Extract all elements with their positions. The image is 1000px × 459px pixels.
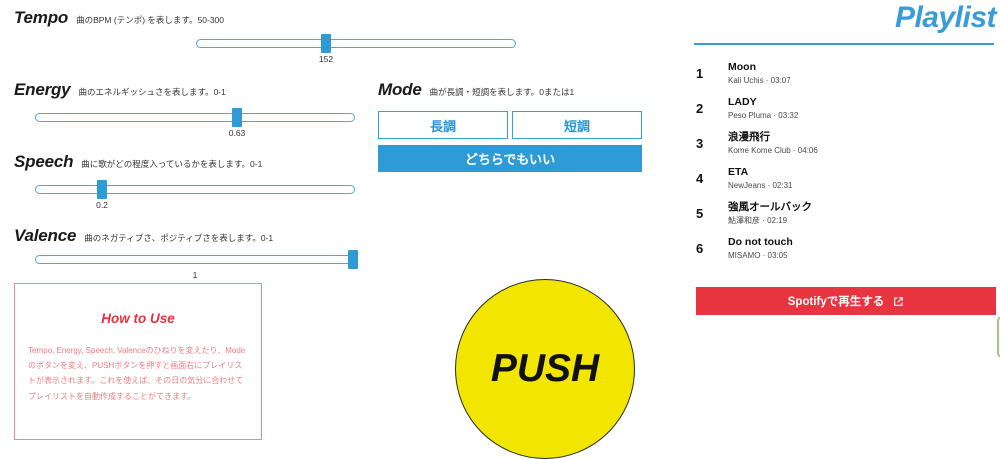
track-row[interactable]: 2 LADY Peso Pluma · 03:32 xyxy=(694,91,1000,126)
how-to-use-body: Tempo, Energy, Speech, Valenceのひねりを変えたり、… xyxy=(28,346,246,401)
param-title-valence: Valence xyxy=(14,226,77,245)
mode-button-either[interactable]: どちらでもいい xyxy=(378,145,642,172)
track-row[interactable]: 3 浪漫飛行 Kome Kome Club · 04:06 xyxy=(694,126,1000,161)
slider-value-speech: 0.2 xyxy=(96,200,108,210)
slider-value-tempo: 152 xyxy=(318,54,334,64)
track-artist-duration: Kome Kome Club · 04:06 xyxy=(728,146,818,156)
how-to-use-title: How to Use xyxy=(101,311,175,326)
param-desc-mode: 曲が長調・短調を表します。0または1 xyxy=(429,87,575,97)
slider-track-speech[interactable] xyxy=(35,185,355,194)
track-meta: ETA NewJeans · 02:31 xyxy=(728,165,792,192)
mode-button-minor[interactable]: 短調 xyxy=(512,111,642,139)
how-to-use-box: How to Use Tempo, Energy, Speech, Valenc… xyxy=(14,283,262,440)
playlist-track-list: 1 Moon Kali Uchis · 03:07 2 LADY Peso Pl… xyxy=(694,56,1000,266)
mode-button-major-label: 長調 xyxy=(429,118,456,134)
track-number: 5 xyxy=(696,206,704,221)
track-meta: LADY Peso Pluma · 03:32 xyxy=(728,95,798,122)
slider-track-tempo[interactable] xyxy=(196,39,516,48)
track-artist-duration: MISAMO · 03:05 xyxy=(728,251,788,261)
track-number: 4 xyxy=(696,171,704,186)
param-title-energy: Energy xyxy=(14,80,71,99)
track-title: Moon xyxy=(728,60,756,73)
external-link-icon xyxy=(893,296,904,307)
track-title: 強風オールバック xyxy=(728,200,812,213)
slider-thumb-speech[interactable] xyxy=(97,180,107,199)
track-meta: Do not touch MISAMO · 03:05 xyxy=(728,235,793,262)
playlist-title: Playlist xyxy=(894,1,997,34)
edge-widget-sliver[interactable] xyxy=(997,316,1000,358)
param-header-mode: Mode 曲が長調・短調を表します。0または1 xyxy=(378,80,574,100)
spotify-play-button-label: Spotifyで再生する xyxy=(787,296,885,308)
spotify-play-button[interactable]: Spotifyで再生する xyxy=(696,287,996,315)
slider-thumb-tempo[interactable] xyxy=(321,34,331,53)
slider-speech[interactable]: 0.2 xyxy=(35,180,355,213)
param-title-speech: Speech xyxy=(14,152,74,171)
param-header-speech: Speech 曲に歌がどの程度入っているかを表します。0-1 xyxy=(14,152,262,172)
track-number: 6 xyxy=(696,241,704,256)
slider-value-energy: 0.63 xyxy=(228,128,246,138)
controls-panel: Tempo 曲のBPM (テンポ) を表します。50-300 152 Energ… xyxy=(14,8,642,459)
push-button[interactable]: PUSH xyxy=(455,279,635,459)
mode-button-minor-label: 短調 xyxy=(563,118,590,134)
slider-thumb-energy[interactable] xyxy=(232,108,242,127)
track-number: 3 xyxy=(696,136,704,151)
slider-track-valence[interactable] xyxy=(35,255,355,264)
track-artist-duration: Kali Uchis · 03:07 xyxy=(728,76,791,86)
playlist-panel: Playlist 1 Moon Kali Uchis · 03:07 2 LAD… xyxy=(694,0,1000,459)
param-header-energy: Energy 曲のエネルギッシュさを表します。0-1 xyxy=(14,80,226,100)
track-title: 浪漫飛行 xyxy=(728,130,770,143)
track-artist-duration: 鮎澤和彦 · 02:19 xyxy=(728,216,788,226)
param-desc-speech: 曲に歌がどの程度入っているかを表します。0-1 xyxy=(81,159,263,169)
track-row[interactable]: 6 Do not touch MISAMO · 03:05 xyxy=(694,231,1000,266)
track-meta: 浪漫飛行 Kome Kome Club · 04:06 xyxy=(728,130,818,157)
param-desc-energy: 曲のエネルギッシュさを表します。0-1 xyxy=(78,87,226,97)
slider-thumb-valence[interactable] xyxy=(348,250,358,269)
track-row[interactable]: 5 強風オールバック 鮎澤和彦 · 02:19 xyxy=(694,196,1000,231)
param-header-valence: Valence 曲のネガティブさ、ポジティブさを表します。0-1 xyxy=(14,226,273,246)
track-meta: 強風オールバック 鮎澤和彦 · 02:19 xyxy=(728,200,812,227)
track-artist-duration: NewJeans · 02:31 xyxy=(728,181,793,191)
slider-tempo[interactable]: 152 xyxy=(196,34,516,67)
slider-track-energy[interactable] xyxy=(35,113,355,122)
track-number: 1 xyxy=(696,66,704,81)
track-title: Do not touch xyxy=(728,235,793,248)
param-header-tempo: Tempo 曲のBPM (テンポ) を表します。50-300 xyxy=(14,8,224,28)
param-desc-valence: 曲のネガティブさ、ポジティブさを表します。0-1 xyxy=(84,233,274,243)
slider-value-valence: 1 xyxy=(192,270,198,280)
track-row[interactable]: 1 Moon Kali Uchis · 03:07 xyxy=(694,56,1000,91)
track-title: LADY xyxy=(728,95,757,108)
track-meta: Moon Kali Uchis · 03:07 xyxy=(728,60,791,87)
track-title: ETA xyxy=(728,165,749,178)
playlist-divider xyxy=(694,43,994,45)
param-title-mode: Mode xyxy=(378,80,422,99)
param-desc-tempo: 曲のBPM (テンポ) を表します。50-300 xyxy=(76,15,225,25)
push-button-label: PUSH xyxy=(490,347,600,390)
slider-energy[interactable]: 0.63 xyxy=(35,108,355,141)
track-artist-duration: Peso Pluma · 03:32 xyxy=(728,111,799,121)
mode-button-major[interactable]: 長調 xyxy=(378,111,508,139)
track-number: 2 xyxy=(696,101,704,116)
track-row[interactable]: 4 ETA NewJeans · 02:31 xyxy=(694,161,1000,196)
param-title-tempo: Tempo xyxy=(14,8,69,27)
slider-valence[interactable]: 1 xyxy=(35,250,358,283)
mode-button-either-label: どちらでもいい xyxy=(464,152,556,167)
